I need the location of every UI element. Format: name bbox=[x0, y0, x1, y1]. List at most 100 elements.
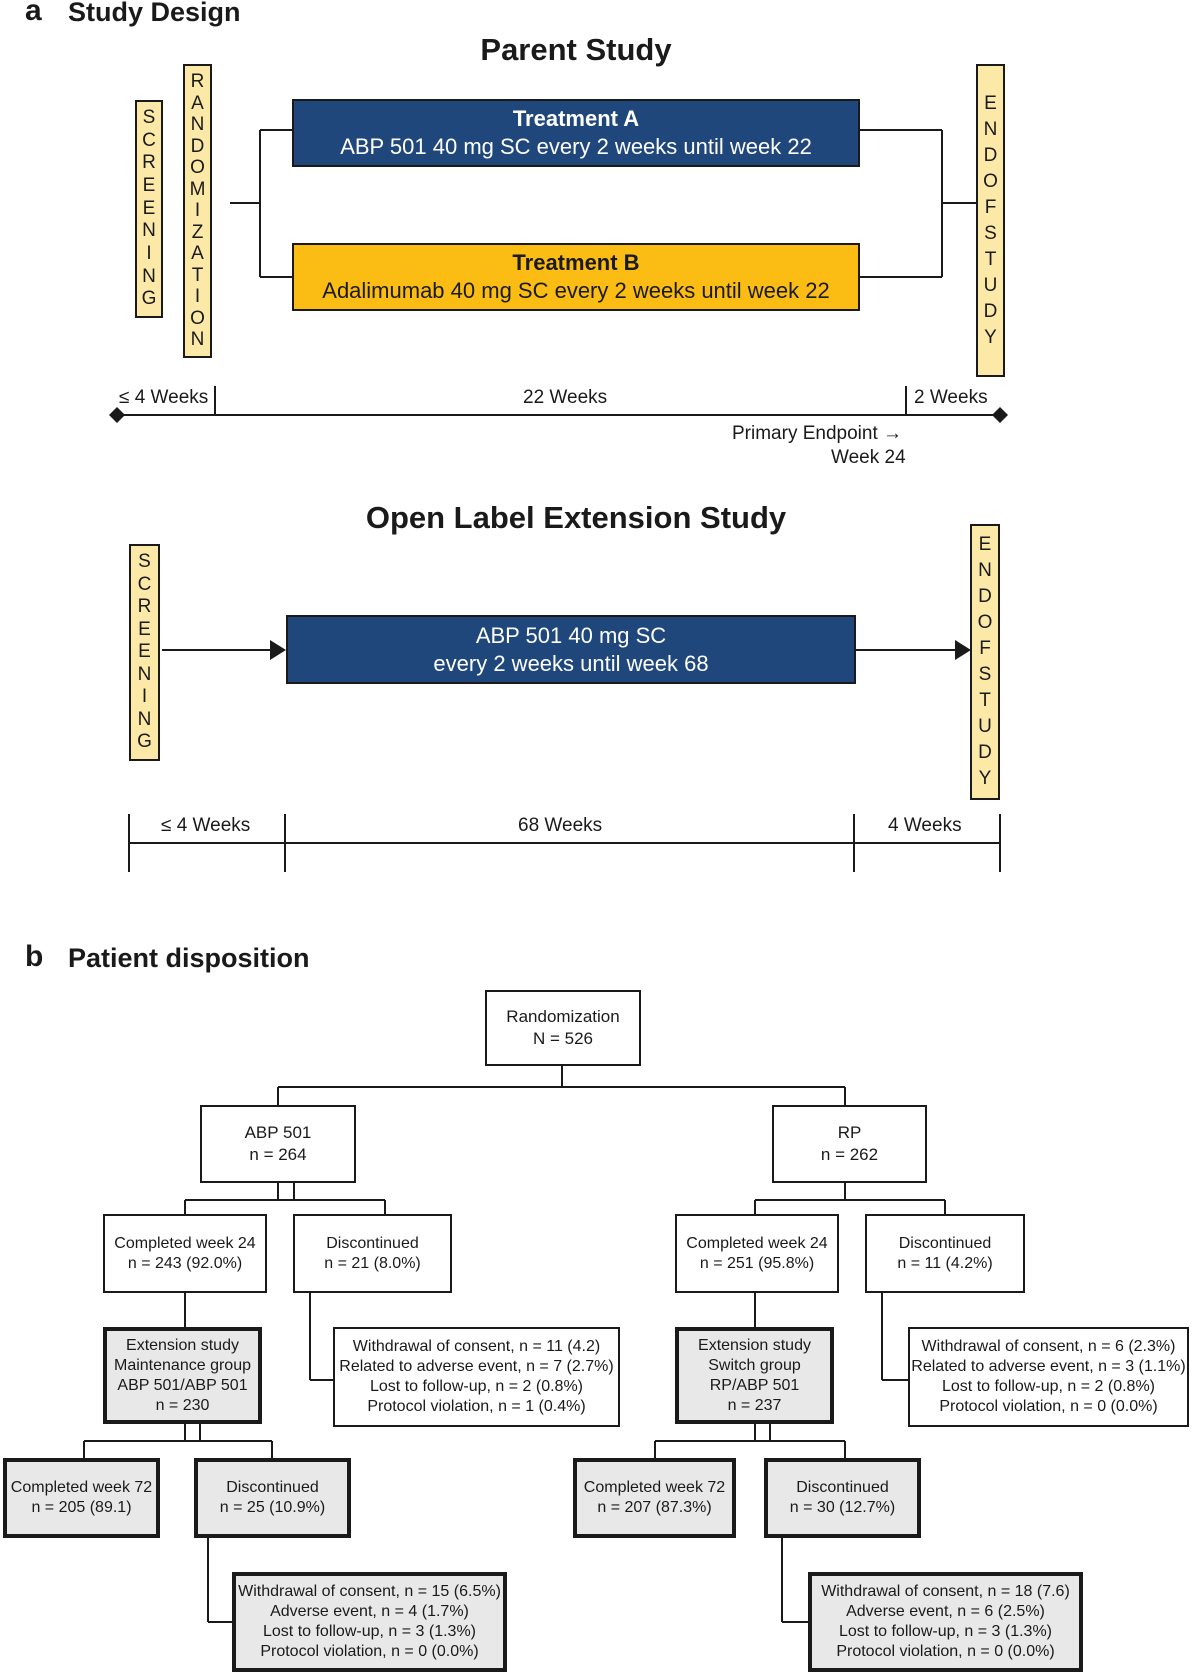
box-line: n = 262 bbox=[820, 1145, 879, 1164]
treatment-b-title: Treatment B bbox=[512, 250, 640, 275]
box-line: Withdrawal of consent, n = 6 (2.3%) bbox=[921, 1338, 1176, 1355]
vertical-letter: F bbox=[979, 638, 991, 659]
ole-study-title: Open Label Extension Study bbox=[365, 500, 787, 535]
primary-endpoint-week: Week 24 bbox=[831, 447, 906, 468]
vertical-letter: S bbox=[984, 222, 997, 244]
box-line: n = 11 (4.2%) bbox=[897, 1254, 993, 1272]
vertical-letter: U bbox=[983, 274, 998, 296]
vertical-letter: N bbox=[190, 114, 205, 136]
vertical-letter: M bbox=[189, 178, 206, 200]
vertical-letter: D bbox=[983, 300, 998, 322]
box-line: RP/ABP 501 bbox=[709, 1376, 800, 1394]
box-line: Discontinued bbox=[796, 1479, 889, 1496]
abp501-arm-box: ABP 501 n = 264 bbox=[200, 1105, 356, 1183]
treatment-a-desc: ABP 501 40 mg SC every 2 weeks until wee… bbox=[340, 134, 812, 159]
box-line: Extension study bbox=[126, 1336, 239, 1354]
vertical-letter: G bbox=[137, 731, 152, 753]
parent-timeline-seg3: 2 Weeks bbox=[914, 387, 988, 408]
vertical-letter: E bbox=[138, 618, 151, 640]
parent-timeline-seg1: ≤ 4 Weeks bbox=[119, 387, 209, 408]
box-line: n = 230 bbox=[155, 1396, 210, 1414]
box-line: n = 243 (92.0%) bbox=[127, 1254, 243, 1272]
rp-discontinuation-reasons-box: Withdrawal of consent, n = 6 (2.3%)Relat… bbox=[908, 1327, 1189, 1427]
box-line: Withdrawal of consent, n = 18 (7.6) bbox=[821, 1583, 1070, 1600]
box-line: RP bbox=[837, 1123, 862, 1142]
box-line: Adverse event, n = 4 (1.7%) bbox=[270, 1603, 469, 1620]
section-letter-a: a bbox=[25, 0, 42, 27]
abp-ext-reasons-box: Withdrawal of consent, n = 15 (6.5%)Adve… bbox=[232, 1572, 507, 1672]
vertical-letter: I bbox=[146, 243, 152, 264]
vertical-letter: I bbox=[141, 686, 148, 708]
rp-discontinued-box: Discontinued n = 11 (4.2%) bbox=[865, 1214, 1025, 1293]
vertical-letter: Y bbox=[984, 326, 997, 348]
vertical-letter: T bbox=[191, 264, 204, 286]
box-line: Extension study bbox=[698, 1336, 811, 1354]
box-line: n = 205 (89.1) bbox=[31, 1499, 132, 1516]
ole-timeline-seg2: 68 Weeks bbox=[518, 815, 603, 836]
abp-discontinuation-reasons-box: Withdrawal of consent, n = 11 (4.2)Relat… bbox=[333, 1327, 620, 1427]
box-line: Withdrawal of consent, n = 11 (4.2) bbox=[352, 1338, 601, 1355]
vertical-letter: N bbox=[137, 708, 152, 730]
box-line: ABP 501/ABP 501 bbox=[117, 1376, 248, 1394]
box-line: ABP 501 bbox=[244, 1123, 312, 1142]
vertical-letter: D bbox=[978, 742, 992, 763]
ole-treatment-box: ABP 501 40 mg SC every 2 weeks until wee… bbox=[286, 615, 856, 684]
vertical-letter: E bbox=[142, 197, 156, 219]
vertical-letter: Z bbox=[191, 221, 204, 243]
treatment-a-box: Treatment A ABP 501 40 mg SC every 2 wee… bbox=[292, 99, 860, 167]
vertical-letter: S bbox=[978, 664, 992, 685]
vertical-letter: R bbox=[137, 596, 152, 618]
box-line: Lost to follow-up, n = 3 (1.3%) bbox=[839, 1623, 1052, 1640]
box-line: Protocol violation, n = 0 (0.0%) bbox=[260, 1643, 479, 1660]
vertical-letter: A bbox=[191, 243, 204, 265]
box-line: Discontinued bbox=[898, 1234, 992, 1252]
vertical-letter: O bbox=[190, 157, 205, 179]
treatment-b-desc: Adalimumab 40 mg SC every 2 weeks until … bbox=[322, 278, 830, 303]
box-line: Lost to follow-up, n = 2 (0.8%) bbox=[370, 1378, 583, 1395]
box-line: Lost to follow-up, n = 3 (1.3%) bbox=[263, 1623, 476, 1640]
box-line: n = 251 (95.8%) bbox=[699, 1254, 815, 1272]
ole-timeline-seg1: ≤ 4 Weeks bbox=[161, 815, 251, 836]
primary-endpoint-label: Primary Endpoint → bbox=[732, 423, 903, 444]
box-line: n = 264 bbox=[249, 1145, 307, 1164]
vertical-letter: E bbox=[142, 174, 156, 196]
vertical-letter: S bbox=[138, 550, 151, 572]
vertical-letter: N bbox=[137, 663, 152, 685]
box-line: Protocol violation, n = 0 (0.0%) bbox=[836, 1643, 1055, 1660]
rp-completed-week24-box: Completed week 24 n = 251 (95.8%) bbox=[675, 1214, 839, 1293]
arrow-head bbox=[270, 640, 286, 660]
treatment-b-box: Treatment B Adalimumab 40 mg SC every 2 … bbox=[292, 243, 860, 311]
vertical-letter: N bbox=[190, 329, 205, 351]
timeline-diamond-start bbox=[109, 407, 125, 423]
parent-timeline-seg2: 22 Weeks bbox=[523, 387, 608, 408]
box-line: Completed week 24 bbox=[686, 1234, 828, 1252]
ole-treatment-line1: ABP 501 40 mg SC bbox=[475, 622, 667, 648]
vertical-letter: N bbox=[142, 220, 156, 242]
box-line: N = 526 bbox=[532, 1029, 593, 1048]
vertical-letter: D bbox=[190, 135, 205, 157]
vertical-letter: D bbox=[983, 144, 998, 166]
parent-study-title: Parent Study bbox=[480, 32, 672, 67]
vertical-letter: C bbox=[137, 573, 152, 595]
vertical-letter: E bbox=[984, 92, 997, 114]
vertical-letter: N bbox=[142, 265, 156, 287]
vertical-letter: Y bbox=[978, 768, 992, 789]
box-line: Adverse event, n = 6 (2.5%) bbox=[846, 1603, 1045, 1620]
ole-timeline-seg3: 4 Weeks bbox=[888, 815, 962, 836]
arrow-head bbox=[955, 640, 971, 660]
rp-arm-box: RP n = 262 bbox=[772, 1105, 927, 1183]
vertical-letter: G bbox=[141, 288, 157, 310]
box-line: Completed week 72 bbox=[583, 1479, 726, 1496]
box-line: Protocol violation, n = 0 (0.0%) bbox=[939, 1398, 1158, 1415]
vertical-letter: O bbox=[983, 170, 998, 192]
